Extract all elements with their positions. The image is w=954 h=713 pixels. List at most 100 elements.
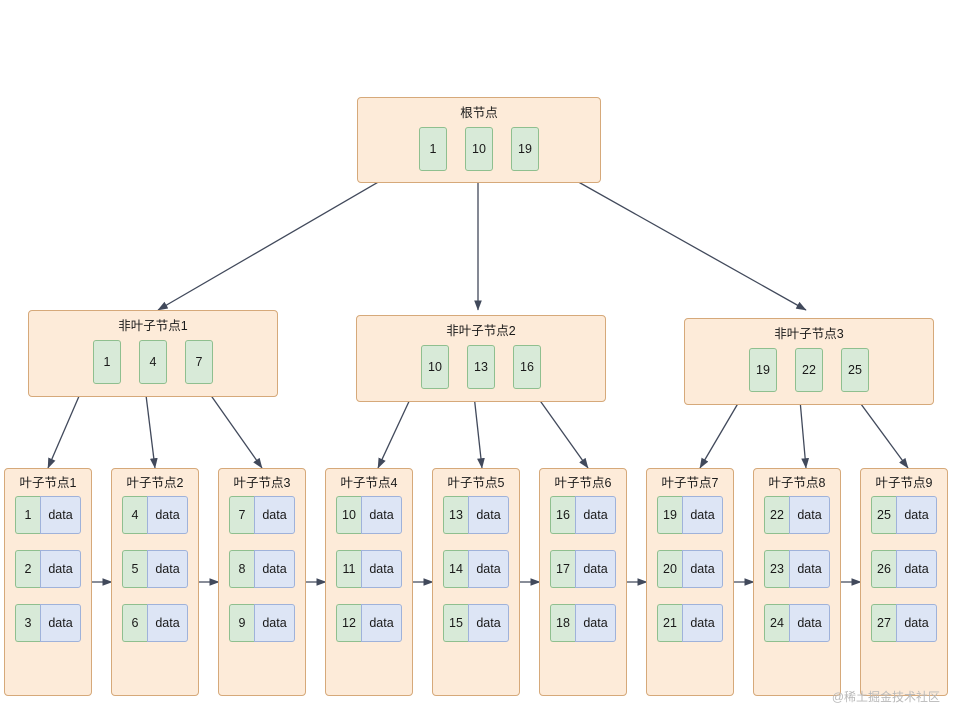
root-keys: 1 10 19 [358, 127, 600, 171]
leaf-node-9-rows: 25 data 26 data 27 data [861, 496, 947, 642]
leaf-key: 17 [550, 550, 575, 588]
leaf-node-4-label: 叶子节点4 [340, 476, 398, 490]
root-key[interactable]: 19 [511, 127, 539, 171]
leaf-row[interactable]: 8 data [229, 550, 295, 588]
internal-node-1-label: 非叶子节点1 [118, 319, 188, 333]
leaf-key: 15 [443, 604, 468, 642]
internal-node-key[interactable]: 25 [841, 348, 869, 392]
leaf-row[interactable]: 15 data [443, 604, 509, 642]
leaf-data: data [147, 496, 188, 534]
edge-internal2-to-leaf6 [535, 394, 589, 469]
leaf-row[interactable]: 10 data [336, 496, 402, 534]
leaf-node-5[interactable]: 叶子节点5 13 data 14 data 15 data [432, 468, 520, 696]
internal-node-key[interactable]: 7 [185, 340, 213, 384]
leaf-node-7-label: 叶子节点7 [661, 476, 719, 490]
leaf-row[interactable]: 22 data [764, 496, 830, 534]
leaf-data: data [896, 550, 937, 588]
leaf-node-9[interactable]: 叶子节点9 25 data 26 data 27 data [860, 468, 948, 696]
leaf-row[interactable]: 12 data [336, 604, 402, 642]
leaf-row[interactable]: 20 data [657, 550, 723, 588]
leaf-row[interactable]: 4 data [122, 496, 188, 534]
internal-node-key[interactable]: 19 [749, 348, 777, 392]
internal-node-key[interactable]: 10 [421, 345, 449, 389]
leaf-data: data [896, 604, 937, 642]
leaf-key: 22 [764, 496, 789, 534]
leaf-data: data [254, 550, 295, 588]
leaf-data: data [575, 496, 616, 534]
leaf-node-2[interactable]: 叶子节点2 4 data 5 data 6 data [111, 468, 199, 696]
internal-node-2[interactable]: 非叶子节点2 10 13 16 [356, 315, 606, 402]
root-node[interactable]: 根节点 1 10 19 [357, 97, 601, 183]
leaf-data: data [254, 604, 295, 642]
leaf-row[interactable]: 23 data [764, 550, 830, 588]
internal-node-key[interactable]: 22 [795, 348, 823, 392]
leaf-node-1-rows: 1 data 2 data 3 data [5, 496, 91, 642]
root-node-label: 根节点 [460, 106, 498, 120]
leaf-node-7[interactable]: 叶子节点7 19 data 20 data 21 data [646, 468, 734, 696]
leaf-node-2-label: 叶子节点2 [126, 476, 184, 490]
leaf-row[interactable]: 17 data [550, 550, 616, 588]
leaf-node-4-rows: 10 data 11 data 12 data [326, 496, 412, 642]
internal-node-1[interactable]: 非叶子节点1 1 4 7 [28, 310, 278, 397]
leaf-data: data [468, 496, 509, 534]
leaf-row[interactable]: 14 data [443, 550, 509, 588]
leaf-row[interactable]: 6 data [122, 604, 188, 642]
internal-node-key[interactable]: 1 [93, 340, 121, 384]
leaf-row[interactable]: 2 data [15, 550, 81, 588]
leaf-key: 18 [550, 604, 575, 642]
leaf-node-4[interactable]: 叶子节点4 10 data 11 data 12 data [325, 468, 413, 696]
edge-internal3-to-leaf8 [799, 399, 810, 469]
leaf-row[interactable]: 5 data [122, 550, 188, 588]
leaf-node-8-rows: 22 data 23 data 24 data [754, 496, 840, 642]
leaf-row[interactable]: 1 data [15, 496, 81, 534]
leaf-key: 7 [229, 496, 254, 534]
internal-node-3-label: 非叶子节点3 [774, 327, 844, 341]
edge-internal3-to-leaf9 [857, 399, 909, 469]
edge-internal1-to-leaf1 [47, 386, 84, 469]
leaf-row[interactable]: 18 data [550, 604, 616, 642]
leaf-row[interactable]: 7 data [229, 496, 295, 534]
leaf-row[interactable]: 3 data [15, 604, 81, 642]
leaf-row[interactable]: 13 data [443, 496, 509, 534]
leaf-key: 14 [443, 550, 468, 588]
leaf-node-8[interactable]: 叶子节点8 22 data 23 data 24 data [753, 468, 841, 696]
internal-node-3-keys: 19 22 25 [685, 348, 933, 392]
leaf-data: data [468, 604, 509, 642]
leaf-data: data [40, 496, 81, 534]
leaf-node-8-label: 叶子节点8 [768, 476, 826, 490]
leaf-data: data [361, 496, 402, 534]
leaf-node-1[interactable]: 叶子节点1 1 data 2 data 3 data [4, 468, 92, 696]
leaf-row[interactable]: 27 data [871, 604, 937, 642]
leaf-row[interactable]: 16 data [550, 496, 616, 534]
leaf-row[interactable]: 9 data [229, 604, 295, 642]
leaf-node-3-rows: 7 data 8 data 9 data [219, 496, 305, 642]
edge-internal2-to-leaf5 [473, 394, 485, 469]
leaf-data: data [789, 496, 830, 534]
internal-node-key[interactable]: 16 [513, 345, 541, 389]
leaf-node-6[interactable]: 叶子节点6 16 data 17 data 18 data [539, 468, 627, 696]
leaf-node-3[interactable]: 叶子节点3 7 data 8 data 9 data [218, 468, 306, 696]
leaf-row[interactable]: 24 data [764, 604, 830, 642]
internal-node-3[interactable]: 非叶子节点3 19 22 25 [684, 318, 934, 405]
leaf-data: data [682, 550, 723, 588]
internal-node-key[interactable]: 4 [139, 340, 167, 384]
internal-node-key[interactable]: 13 [467, 345, 495, 389]
edge-internal2-to-leaf4 [377, 394, 413, 469]
root-key[interactable]: 10 [465, 127, 493, 171]
leaf-data: data [40, 604, 81, 642]
leaf-key: 21 [657, 604, 682, 642]
edge-root-to-internal-1 [157, 165, 407, 311]
edge-root-to-internal-3 [549, 165, 807, 311]
leaf-key: 24 [764, 604, 789, 642]
leaf-row[interactable]: 26 data [871, 550, 937, 588]
leaf-row[interactable]: 25 data [871, 496, 937, 534]
leaf-data: data [361, 604, 402, 642]
root-key[interactable]: 1 [419, 127, 447, 171]
leaf-key: 13 [443, 496, 468, 534]
leaf-row[interactable]: 11 data [336, 550, 402, 588]
leaf-key: 5 [122, 550, 147, 588]
leaf-key: 11 [336, 550, 361, 588]
leaf-row[interactable]: 19 data [657, 496, 723, 534]
leaf-row[interactable]: 21 data [657, 604, 723, 642]
